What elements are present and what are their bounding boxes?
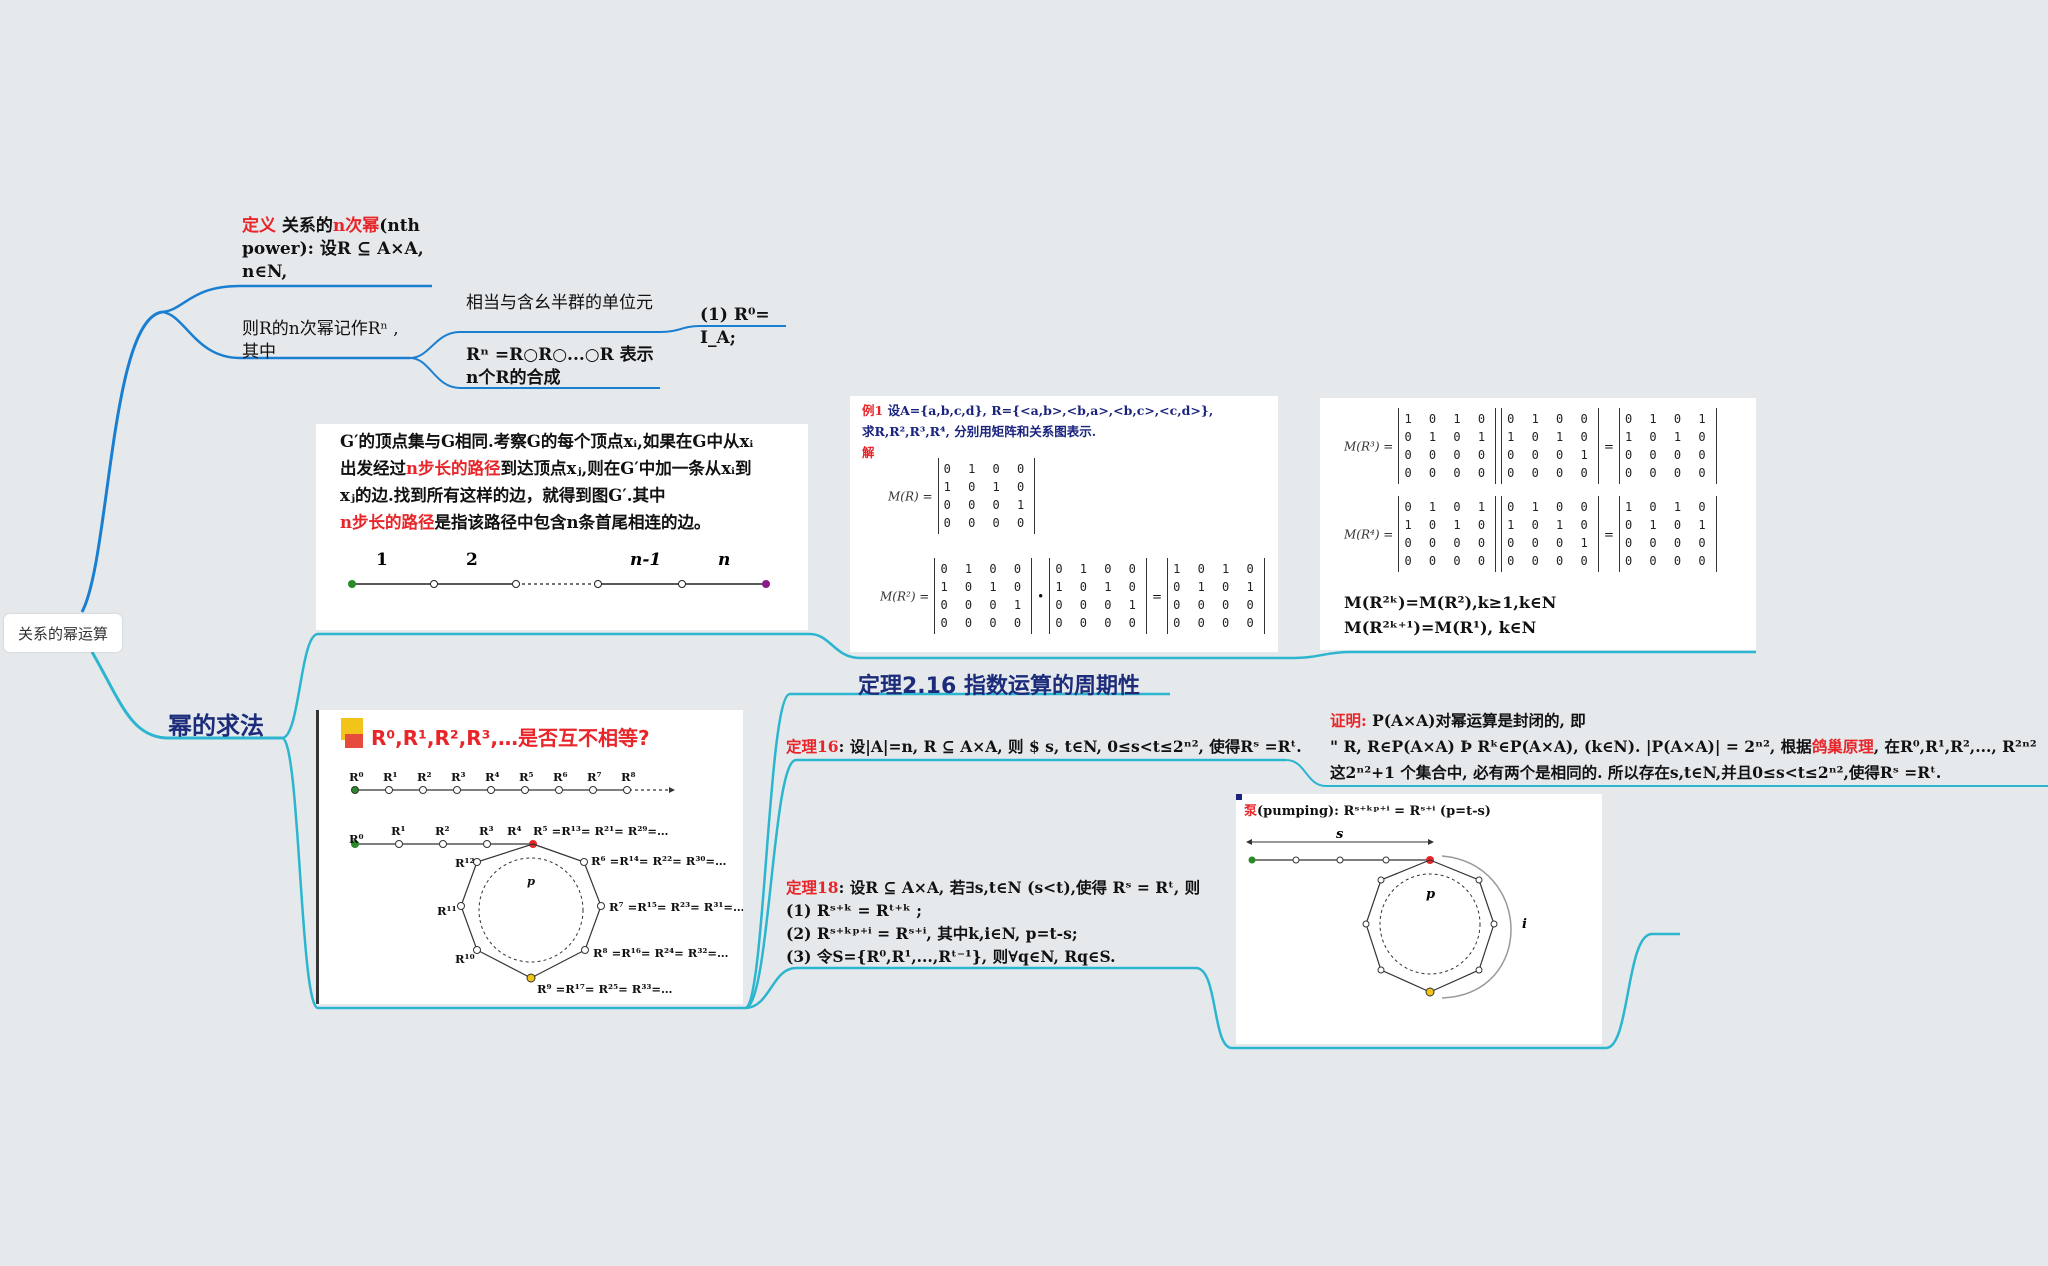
r0-text: (1) R⁰= I_A; bbox=[700, 305, 770, 348]
definition-tag: 定义 bbox=[242, 216, 276, 236]
theorem16-tag: 定理16 bbox=[786, 737, 839, 756]
theorem18-node[interactable]: 定理18: 设R ⊆ A×A, 若∃s,t∈N (s<t),使得 Rˢ = Rᵗ… bbox=[786, 876, 1200, 968]
seq-node bbox=[419, 786, 427, 794]
pump-panel: 泵(pumping): Rˢ⁺ᵏᵖ⁺ⁱ = Rˢ⁺ⁱ (p=t-s) s p i bbox=[1236, 794, 1602, 1044]
root-node[interactable]: 关系的幂运算 bbox=[4, 614, 122, 652]
start-vertex bbox=[348, 580, 356, 588]
path-panel: G′的顶点集与G相同.考察G的每个顶点xᵢ,如果在G中从xᵢ 出发经过n步长的路… bbox=[316, 424, 808, 630]
unit-note-text: 相当与含幺半群的单位元 bbox=[466, 293, 653, 313]
seq-node bbox=[487, 786, 495, 794]
path-label-n: n bbox=[718, 550, 730, 570]
cycle-r11: R¹¹ bbox=[437, 904, 457, 918]
cycle-panel: R⁰,R¹,R²,R³,…是否互不相等? R⁰ R¹ R² R³ R⁴ R⁵ =… bbox=[316, 710, 743, 1004]
deco-square-red bbox=[345, 734, 363, 748]
proof-line2: " R, R∈P(A×A) Þ Rᵏ∈P(A×A), (k∈N). |P(A×A… bbox=[1330, 737, 2037, 756]
cycle-r7: R⁷ =R¹⁵= R²³= R³¹=… bbox=[609, 900, 743, 914]
powers-rule1: M(R²ᵏ)=M(R²),k≥1,k∈N bbox=[1344, 593, 1557, 612]
root-label: 关系的幂运算 bbox=[17, 624, 108, 643]
theorem18-l3: (3) 令S={R⁰,R¹,...,Rᵗ⁻¹}, 则∀q∈N, Rq∈S. bbox=[786, 947, 1116, 966]
path-line4: n步长的路径是指该路径中包含n条首尾相连的边。 bbox=[340, 513, 711, 532]
seq-label: R⁸ bbox=[621, 770, 636, 784]
cycle-r9: R⁹ =R¹⁷= R²⁵= R³³=… bbox=[537, 982, 673, 996]
r0-node[interactable]: (1) R⁰= I_A; bbox=[700, 304, 810, 350]
unit-note-node[interactable]: 相当与含幺半群的单位元 bbox=[466, 292, 666, 315]
seq-node bbox=[453, 786, 461, 794]
proof-node[interactable]: 证明: P(A×A)对幂运算是封闭的, 即 " R, R∈P(A×A) Þ Rᵏ… bbox=[1330, 708, 2037, 786]
pump-i: i bbox=[1522, 917, 1527, 932]
seq2-r1: R¹ bbox=[391, 824, 406, 838]
deco-corner bbox=[1236, 794, 1242, 800]
composition-text: Rⁿ =R○R○...○R 表示n个R的合成 bbox=[466, 345, 654, 388]
seq-label: R⁶ bbox=[553, 770, 568, 784]
path-label-n1: n-1 bbox=[630, 550, 661, 570]
theorem18-l1: (1) Rˢ⁺ᵏ = Rᵗ⁺ᵏ ; bbox=[786, 901, 922, 920]
cycle-title: R⁰,R¹,R²,R³,…是否互不相等? bbox=[371, 726, 650, 750]
connector-def-title bbox=[161, 284, 432, 314]
pump-title: 泵(pumping): Rˢ⁺ᵏᵖ⁺ⁱ = Rˢ⁺ⁱ (p=t-s) bbox=[1244, 804, 1491, 819]
seq-node bbox=[623, 786, 631, 794]
method-label: 幂的求法 bbox=[168, 712, 264, 740]
cycle-r10: R¹⁰ bbox=[455, 952, 475, 966]
theorem16-text: : 设|A|=n, R ⊆ A×A, 则 $ s, t∈N, 0≤s<t≤2ⁿ²… bbox=[838, 737, 1302, 756]
seq-node bbox=[521, 786, 529, 794]
seq-label: R⁰ bbox=[349, 770, 364, 784]
path-line2: 出发经过n步长的路径到达顶点xⱼ,则在G′中加一条从xᵢ到 bbox=[340, 459, 752, 478]
pump-diagram: s p i bbox=[1246, 827, 1527, 999]
seq2-r3: R³ bbox=[479, 824, 494, 838]
path-label-1: 1 bbox=[376, 550, 388, 570]
seq-label: R³ bbox=[451, 770, 466, 784]
proof-line3: 这2ⁿ²+1 个集合中, 必有两个是相同的. 所以存在s,t∈N,并且0≤s<t… bbox=[1330, 763, 1942, 782]
seq2-r0: R⁰ bbox=[349, 832, 364, 846]
example-panel: 例1 设A={a,b,c,d}, R={<a,b>,<b,a>,<b,c>,<c… bbox=[850, 396, 1278, 652]
seq-label: R⁵ bbox=[519, 770, 534, 784]
composition-node[interactable]: Rⁿ =R○R○...○R 表示n个R的合成 bbox=[466, 344, 666, 390]
seq-node bbox=[555, 786, 563, 794]
definition-node[interactable]: 定义 关系的n次幂(nth power): 设R ⊆ A×A, n∈N, bbox=[242, 215, 442, 284]
seq-node bbox=[351, 786, 359, 794]
theorem18-l2: (2) Rˢ⁺ᵏᵖ⁺ⁱ = Rˢ⁺ⁱ, 其中k,i∈N, p=t-s; bbox=[786, 924, 1078, 943]
powers-rule2: M(R²ᵏ⁺¹)=M(R¹), k∈N bbox=[1344, 618, 1537, 637]
theorem16-node[interactable]: 定理16: 设|A|=n, R ⊆ A×A, 则 $ s, t∈N, 0≤s<t… bbox=[786, 736, 1302, 757]
definition-text-b: (nth power): 设R ⊆ A×A, n∈N, bbox=[242, 216, 424, 282]
seq-node bbox=[385, 786, 393, 794]
path-label-2: 2 bbox=[466, 550, 478, 570]
definition-text-a: 关系的 bbox=[281, 216, 333, 236]
path-line3: xⱼ的边.找到所有这样的边，就得到图G′.其中 bbox=[340, 486, 666, 505]
theorem18-head: 定理18: 设R ⊆ A×A, 若∃s,t∈N (s<t),使得 Rˢ = Rᵗ… bbox=[786, 878, 1201, 897]
cycle-r8: R⁸ =R¹⁶= R²⁴= R³²=… bbox=[593, 946, 729, 960]
notation-text: 则R的n次幂记作Rⁿ , 其中 bbox=[242, 319, 399, 362]
theorem-title[interactable]: 定理2.16 指数运算的周期性 bbox=[858, 674, 1140, 699]
seq-label: R⁴ bbox=[485, 770, 500, 784]
seq-label: R² bbox=[417, 770, 432, 784]
cycle-diagram bbox=[351, 786, 675, 983]
pump-s: s bbox=[1336, 827, 1344, 842]
method-node[interactable]: 幂的求法 bbox=[168, 706, 264, 741]
seq-node bbox=[589, 786, 597, 794]
path-diagram: 1 2 n-1 n bbox=[348, 550, 770, 588]
path-line1: G′的顶点集与G相同.考察G的每个顶点xᵢ,如果在G中从xᵢ bbox=[340, 432, 754, 451]
example-line2: 求R,R²,R³,R⁴, 分别用矩阵和关系图表示. bbox=[862, 424, 1097, 439]
cycle-p: p bbox=[527, 874, 536, 888]
example-solution: 解 bbox=[862, 445, 875, 460]
seq-label: R⁷ bbox=[587, 770, 602, 784]
proof-line1: 证明: P(A×A)对幂运算是封闭的, 即 bbox=[1330, 711, 1586, 730]
end-vertex bbox=[762, 580, 770, 588]
seq2-r4: R⁴ bbox=[507, 824, 522, 838]
cycle-r5: R⁵ =R¹³= R²¹= R²⁹=… bbox=[533, 824, 669, 838]
notation-node[interactable]: 则R的n次幂记作Rⁿ , 其中 bbox=[242, 318, 412, 364]
definition-nth: n次幂 bbox=[332, 216, 380, 236]
connector-root-def bbox=[80, 310, 163, 613]
example-line1: 例1 设A={a,b,c,d}, R={<a,b>,<b,a>,<b,c>,<c… bbox=[862, 403, 1214, 418]
cycle-r6: R⁶ =R¹⁴= R²²= R³⁰=… bbox=[591, 854, 727, 868]
seq-label: R¹ bbox=[383, 770, 398, 784]
cycle-r12: R¹² bbox=[455, 856, 475, 870]
pump-p: p bbox=[1426, 887, 1435, 902]
seq2-r2: R² bbox=[435, 824, 450, 838]
